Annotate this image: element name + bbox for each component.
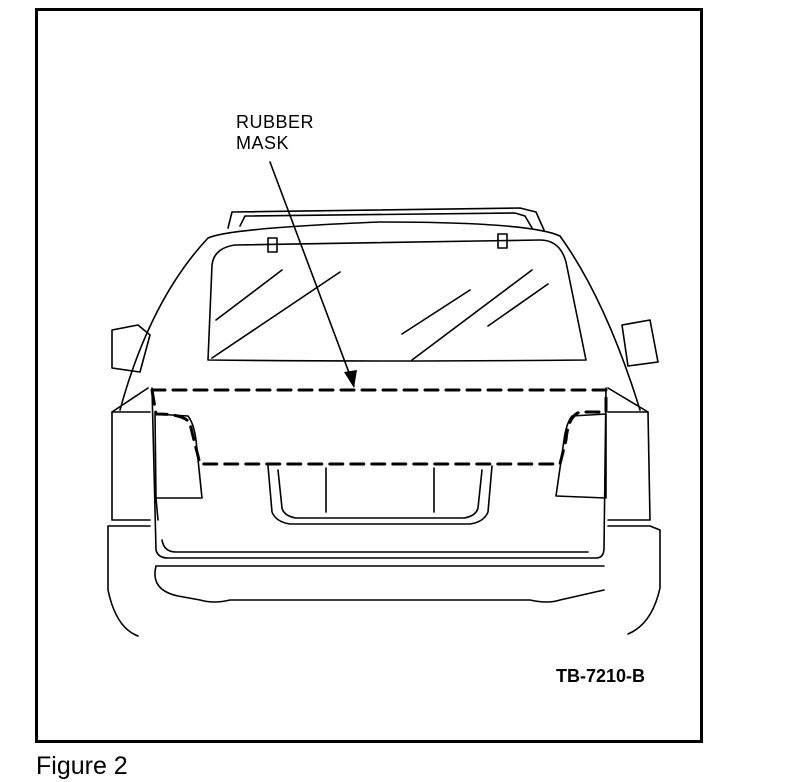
rubber-mask-outline <box>150 388 608 466</box>
liftgate <box>151 387 607 559</box>
figure-caption: Figure 2 <box>36 752 128 780</box>
figure-frame <box>35 8 703 743</box>
rear-bumper <box>107 525 661 637</box>
body-left-side <box>111 387 151 521</box>
rear-window <box>207 239 587 362</box>
body-right-side <box>607 387 651 521</box>
license-plate-recess <box>267 465 493 525</box>
callout-arrowhead <box>344 370 357 388</box>
glass-reflections <box>211 269 549 361</box>
roof-rack <box>227 207 545 231</box>
mirror-right <box>621 319 659 367</box>
wiper-nub-right <box>497 233 508 249</box>
rubber-mask-callout: RUBBER MASK <box>236 112 314 154</box>
roof-outline <box>119 221 641 411</box>
figure-code: TB-7210-B <box>556 666 646 686</box>
wiper-nub-left <box>267 237 278 253</box>
mirror-left <box>111 324 151 373</box>
tail-light-left <box>154 413 203 521</box>
callout-leader <box>269 161 355 387</box>
callout-line-2: MASK <box>236 133 290 153</box>
callout-line-1: RUBBER <box>236 112 315 132</box>
